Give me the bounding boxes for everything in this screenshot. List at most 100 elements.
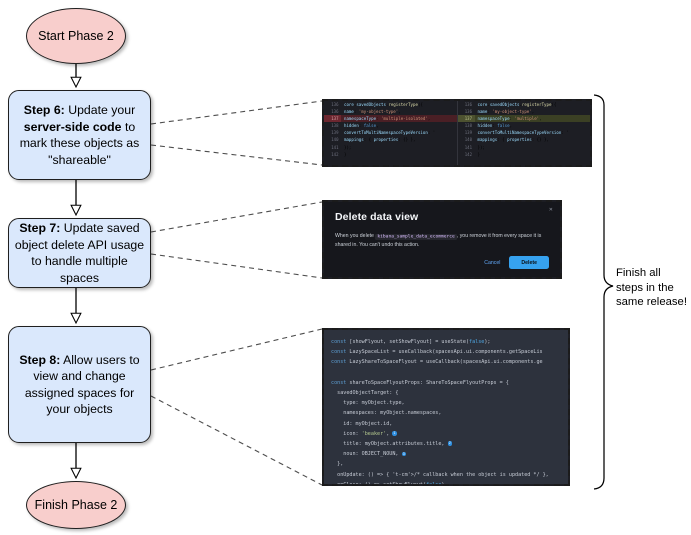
code-line: 136 core.savedObjects.registerType({ bbox=[324, 101, 457, 108]
modal-title: Delete data view bbox=[335, 211, 419, 223]
step-6-text-b: to mark these objects as "shareable" bbox=[19, 119, 140, 167]
code-line: id: myObject.id, bbox=[331, 420, 393, 427]
code-line: 136 core.savedObjects.registerType({ bbox=[458, 101, 591, 108]
code-line: namespaces: myObject.namespaces, bbox=[331, 410, 442, 417]
step-6-text-a: Update your bbox=[64, 103, 136, 117]
code-line: 139 convertToMultiNamespaceTypeVersion: … bbox=[324, 129, 457, 136]
code-line: icon: 'beaker', 1 bbox=[331, 430, 397, 437]
code-line: 136 name: 'my-object-type', bbox=[324, 108, 457, 115]
code-text: convertToMultiNamespaceTypeVersion: ' bbox=[344, 130, 436, 136]
step-8-text: Step 8: Allow users to view and change a… bbox=[14, 352, 145, 418]
code-text: }); bbox=[477, 144, 485, 150]
start-terminator: Start Phase 2 bbox=[26, 8, 126, 64]
share-flyout-code-screenshot: const [showFlyout, setShowFlyout] = useS… bbox=[322, 328, 570, 486]
modal-body-before: When you delete bbox=[335, 233, 376, 239]
step-7-box[interactable]: Step 7: Update saved object delete API u… bbox=[8, 218, 151, 288]
code-line bbox=[331, 368, 568, 378]
code-text: namespaceType: 'multiple', bbox=[477, 116, 542, 122]
code-line: title: myObject.attributes.title, 2 bbox=[331, 441, 452, 448]
line-number: 141 bbox=[331, 144, 339, 150]
start-label: Start Phase 2 bbox=[38, 29, 114, 43]
code-line: 141 }); bbox=[458, 144, 591, 151]
code-line: 137 namespaceType: 'multiple-isolated', bbox=[324, 115, 457, 123]
modal-footer: Cancel Delete bbox=[484, 256, 549, 269]
code-line: 141 }); bbox=[324, 144, 457, 151]
delete-data-view-screenshot: ✕ Delete data view When you delete kiban… bbox=[322, 200, 562, 279]
delete-modal: ✕ Delete data view When you delete kiban… bbox=[324, 202, 560, 277]
finish-terminator: Finish Phase 2 bbox=[26, 481, 126, 529]
line-number: 136 bbox=[331, 109, 339, 115]
code-line: onUpdate: () => { 't-cm'>/* callback whe… bbox=[331, 471, 549, 478]
line-number: 136 bbox=[464, 102, 472, 107]
finish-label: Finish Phase 2 bbox=[34, 498, 118, 512]
code-line: 142} bbox=[458, 151, 591, 158]
code-line: const LazyShareToSpaceFlyout = useCallba… bbox=[331, 359, 543, 366]
code-text: mappings: { properties: {} }, bbox=[477, 137, 550, 143]
modal-body: When you delete kibana_sample_data_ecomm… bbox=[335, 232, 549, 250]
code-line: }, bbox=[331, 461, 344, 468]
code-text: core.savedObjects.registerType({ bbox=[344, 102, 423, 107]
step-8-label: Step 8: bbox=[19, 352, 61, 367]
close-icon[interactable]: ✕ bbox=[548, 207, 553, 213]
step-7-text-a: Update saved object delete API usage to … bbox=[14, 221, 145, 285]
code-line: type: myObject.type, bbox=[331, 400, 405, 407]
code-line: 138 hidden: false, bbox=[324, 122, 457, 129]
line-number: 141 bbox=[464, 144, 472, 150]
code-line: 140 mappings: { properties: {} }, bbox=[458, 136, 591, 143]
line-number: 142 bbox=[464, 151, 472, 157]
annotation-bubble: 1 bbox=[392, 431, 397, 436]
code-text: name: 'my-object-type', bbox=[477, 109, 535, 115]
code-text: } bbox=[477, 151, 480, 157]
code-line: 136 name: 'my-object-type', bbox=[458, 108, 591, 115]
code-line: 142} bbox=[324, 151, 457, 158]
code-text: hidden: false, bbox=[344, 123, 379, 129]
code-line: 138 hidden: false, bbox=[458, 122, 591, 129]
line-number: 136 bbox=[331, 102, 339, 107]
step-8-text-a: Allow users to view and change assigned … bbox=[24, 352, 140, 417]
annotation-bubble: 3 bbox=[401, 451, 406, 456]
line-number: 137 bbox=[457, 115, 475, 123]
line-number: 138 bbox=[464, 123, 472, 129]
step-6-label: Step 6: bbox=[23, 103, 65, 117]
code-text: }); bbox=[344, 144, 352, 150]
code-text: name: 'my-object-type', bbox=[344, 109, 401, 115]
annotation-bubble: 2 bbox=[447, 441, 452, 446]
line-number: 140 bbox=[464, 137, 472, 143]
code-text: convertToMultiNamespaceTypeVersion: ' bbox=[477, 130, 569, 136]
step-7-text: Step 7: Update saved object delete API u… bbox=[14, 220, 145, 286]
code-line: onClose: () => setShowFlyout(false), bbox=[331, 480, 568, 484]
step-8-box[interactable]: Step 8: Allow users to view and change a… bbox=[8, 326, 151, 443]
code-line: 139 convertToMultiNamespaceTypeVersion: … bbox=[458, 129, 591, 136]
line-number: 142 bbox=[331, 151, 339, 157]
code-line: const [showFlyout, setShowFlyout] = useS… bbox=[331, 339, 491, 345]
delete-button[interactable]: Delete bbox=[509, 256, 549, 269]
line-number: 136 bbox=[464, 109, 472, 115]
code-text: core.savedObjects.registerType({ bbox=[477, 102, 557, 107]
line-number: 138 bbox=[331, 123, 339, 129]
modal-body-after: , you remove it from every space it is s… bbox=[335, 233, 542, 248]
line-number: 139 bbox=[464, 130, 472, 136]
code-line: 137 namespaceType: 'multiple', bbox=[457, 115, 590, 123]
cancel-button[interactable]: Cancel bbox=[484, 259, 501, 266]
code-line: noun: OBJECT_NOUN, 3 bbox=[331, 451, 406, 458]
code-line: 140 mappings: { properties: {} }, bbox=[324, 136, 457, 143]
code-text: namespaceType: 'multiple-isolated', bbox=[344, 116, 431, 122]
step-6-box[interactable]: Step 6: Update your server-side code to … bbox=[8, 90, 151, 180]
line-number: 140 bbox=[331, 137, 339, 143]
code-line: const LazySpaceList = useCallback(spaces… bbox=[331, 349, 543, 356]
object-name-chip: kibana_sample_data_ecommerce bbox=[375, 233, 457, 240]
line-number: 139 bbox=[331, 130, 339, 136]
step-6-emphasis: server-side code bbox=[23, 119, 122, 134]
flyout-code-block: const [showFlyout, setShowFlyout] = useS… bbox=[324, 330, 568, 484]
release-note: Finish all steps in the same release! bbox=[616, 267, 687, 308]
step-6-text: Step 6: Update your server-side code to … bbox=[14, 102, 145, 168]
line-number: 137 bbox=[324, 115, 341, 123]
code-line: const shareToSpaceFlyoutProps: ShareToSp… bbox=[331, 379, 509, 386]
code-text: } bbox=[344, 151, 347, 157]
code-text: hidden: false, bbox=[477, 123, 513, 129]
